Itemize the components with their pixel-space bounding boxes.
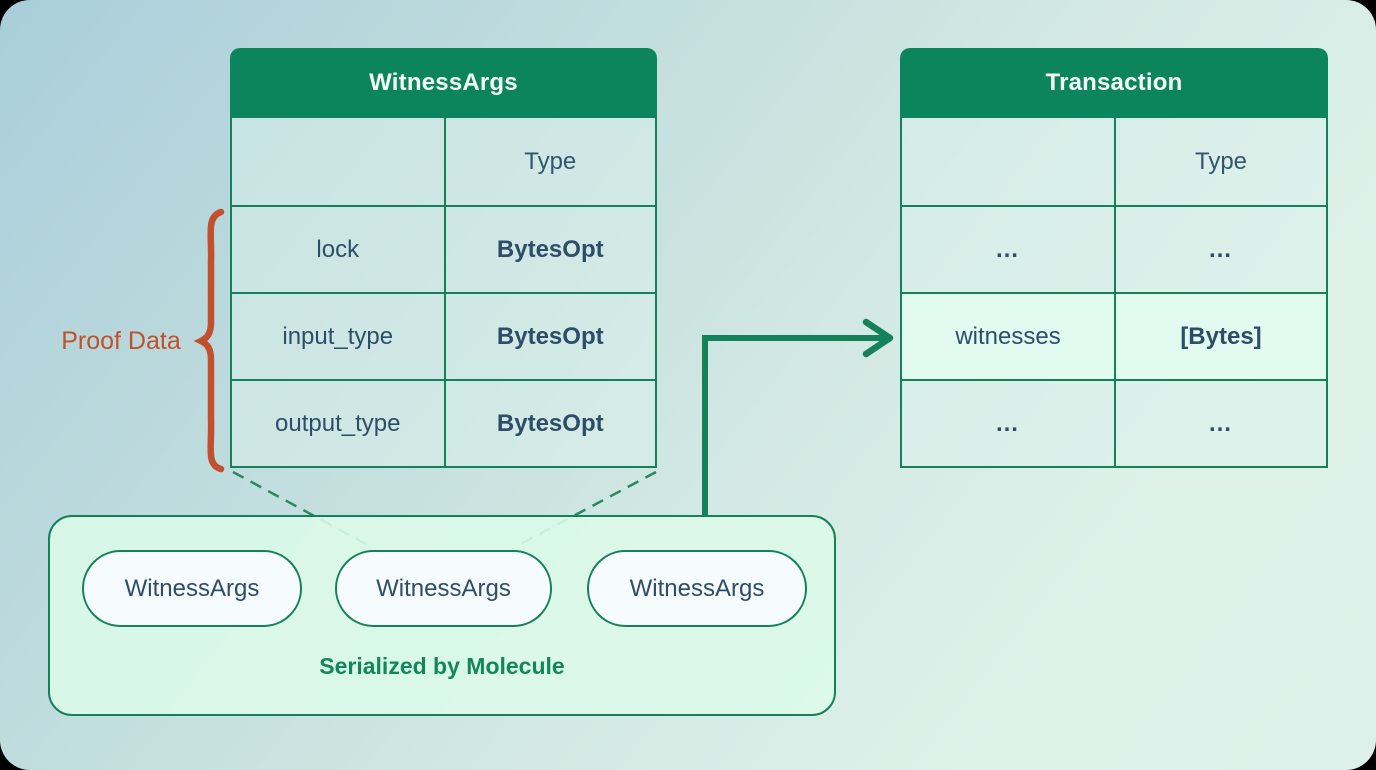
witnessargs-table: WitnessArgs Type lock BytesOpt input_typ… bbox=[230, 48, 657, 468]
type-column-header: Type bbox=[443, 118, 655, 205]
witnessargs-table-title: WitnessArgs bbox=[230, 48, 657, 118]
witnessargs-pill: WitnessArgs bbox=[335, 550, 552, 627]
field-type-cell: … bbox=[1114, 207, 1326, 292]
field-name-cell: … bbox=[902, 381, 1114, 466]
field-type-cell: [Bytes] bbox=[1114, 294, 1326, 379]
proof-data-label: Proof Data bbox=[61, 327, 181, 355]
table-row: output_type BytesOpt bbox=[232, 379, 655, 466]
field-name-cell: input_type bbox=[232, 294, 444, 379]
transaction-table-title: Transaction bbox=[900, 48, 1328, 118]
field-name-cell: witnesses bbox=[902, 294, 1114, 379]
field-type-cell: … bbox=[1114, 381, 1326, 466]
field-name-cell: output_type bbox=[232, 381, 444, 466]
transaction-table-body: Type … … witnesses [Bytes] … … bbox=[900, 118, 1328, 468]
serialized-caption: Serialized by Molecule bbox=[319, 653, 565, 679]
witnessargs-pill: WitnessArgs bbox=[587, 550, 807, 627]
witnesses-arrow-line bbox=[702, 335, 884, 516]
transaction-table: Transaction Type … … witnesses [Bytes] …… bbox=[900, 48, 1328, 468]
field-type-cell: BytesOpt bbox=[443, 381, 655, 466]
field-type-cell: BytesOpt bbox=[443, 207, 655, 292]
table-row-witnesses-highlighted: witnesses [Bytes] bbox=[902, 292, 1326, 379]
table-row: … … bbox=[902, 379, 1326, 466]
type-column-header: Type bbox=[1114, 118, 1326, 205]
witnesses-arrow-head bbox=[862, 318, 894, 358]
field-type-cell: BytesOpt bbox=[443, 294, 655, 379]
field-name-cell: … bbox=[902, 207, 1114, 292]
table-row: Type bbox=[232, 118, 655, 205]
table-row: Type bbox=[902, 118, 1326, 205]
witnessargs-pill: WitnessArgs bbox=[82, 550, 302, 627]
empty-cell bbox=[232, 118, 444, 205]
table-row: … … bbox=[902, 205, 1326, 292]
witnessargs-table-body: Type lock BytesOpt input_type BytesOpt o… bbox=[230, 118, 657, 468]
empty-cell bbox=[902, 118, 1114, 205]
proof-data-brace bbox=[193, 208, 225, 473]
table-row: input_type BytesOpt bbox=[232, 292, 655, 379]
field-name-cell: lock bbox=[232, 207, 444, 292]
table-row: lock BytesOpt bbox=[232, 205, 655, 292]
serialized-box: WitnessArgs WitnessArgs WitnessArgs Seri… bbox=[48, 515, 836, 716]
